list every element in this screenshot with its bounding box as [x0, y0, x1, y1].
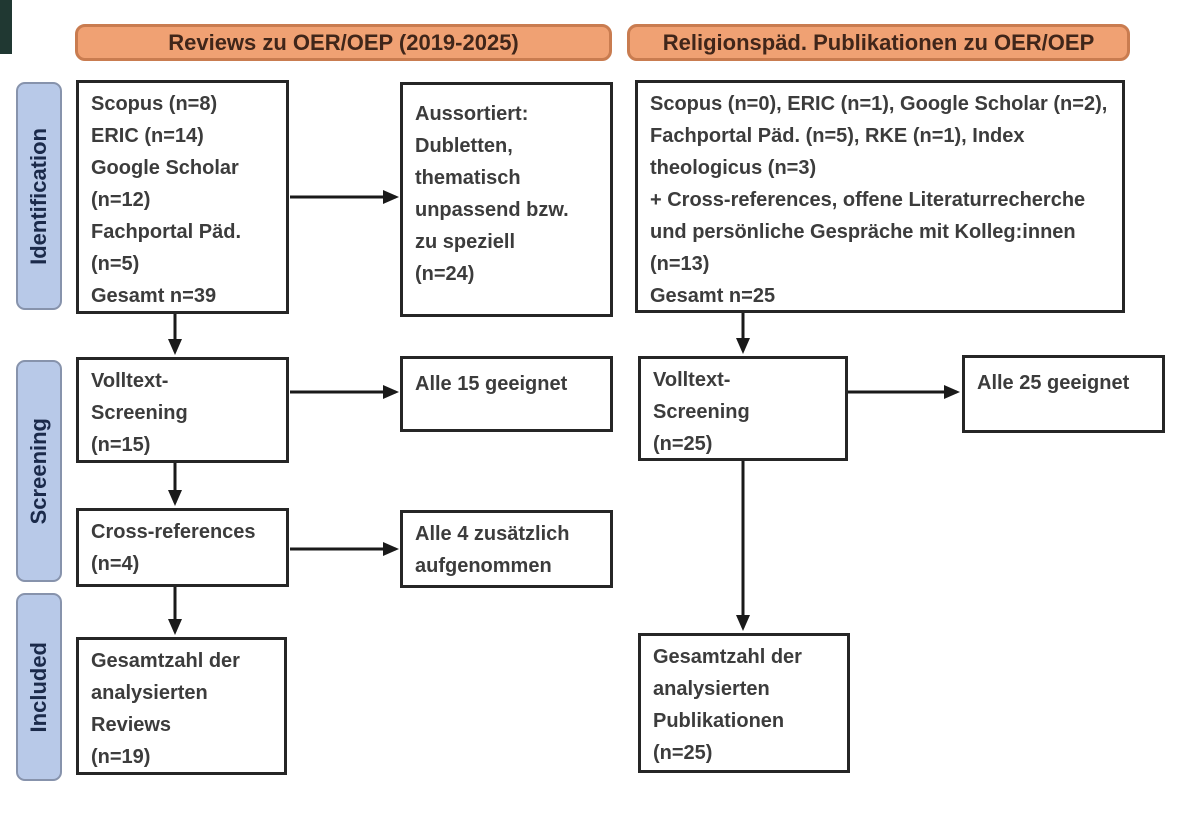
box-left-fulltext-screening: Volltext- Screening (n=15) [76, 357, 289, 463]
box-left-included-total: Gesamtzahl der analysierten Reviews (n=1… [76, 637, 287, 775]
box-right-included-total: Gesamtzahl der analysierten Publikatione… [638, 633, 850, 773]
box-right-fulltext-screening: Volltext- Screening (n=25) [638, 356, 848, 461]
stage-label-screening: Screening [16, 360, 62, 582]
header-religionspaed-column: Religionspäd. Publikationen zu OER/OEP [627, 24, 1130, 61]
stage-label-screening-text: Screening [26, 417, 51, 525]
stage-label-included: Included [16, 593, 62, 781]
box-left-identification-sources: Scopus (n=8) ERIC (n=14) Google Scholar … [76, 80, 289, 314]
box-left-cross-references-result: Alle 4 zusätzlich aufgenommen [400, 510, 613, 588]
box-left-cross-references: Cross-references (n=4) [76, 508, 289, 587]
stage-label-included-text: Included [26, 641, 51, 733]
stage-label-identification: Identification [16, 82, 62, 310]
box-right-identification-sources: Scopus (n=0), ERIC (n=1), Google Scholar… [635, 80, 1125, 313]
box-left-fulltext-result: Alle 15 geeignet [400, 356, 613, 432]
box-left-sorted-out: Aussortiert: Dubletten, thematisch unpas… [400, 82, 613, 317]
stage-label-identification-text: Identification [26, 127, 51, 265]
scan-corner-artifact [0, 0, 12, 54]
box-right-fulltext-result: Alle 25 geeignet [962, 355, 1165, 433]
header-reviews-column: Reviews zu OER/OEP (2019-2025) [75, 24, 612, 61]
